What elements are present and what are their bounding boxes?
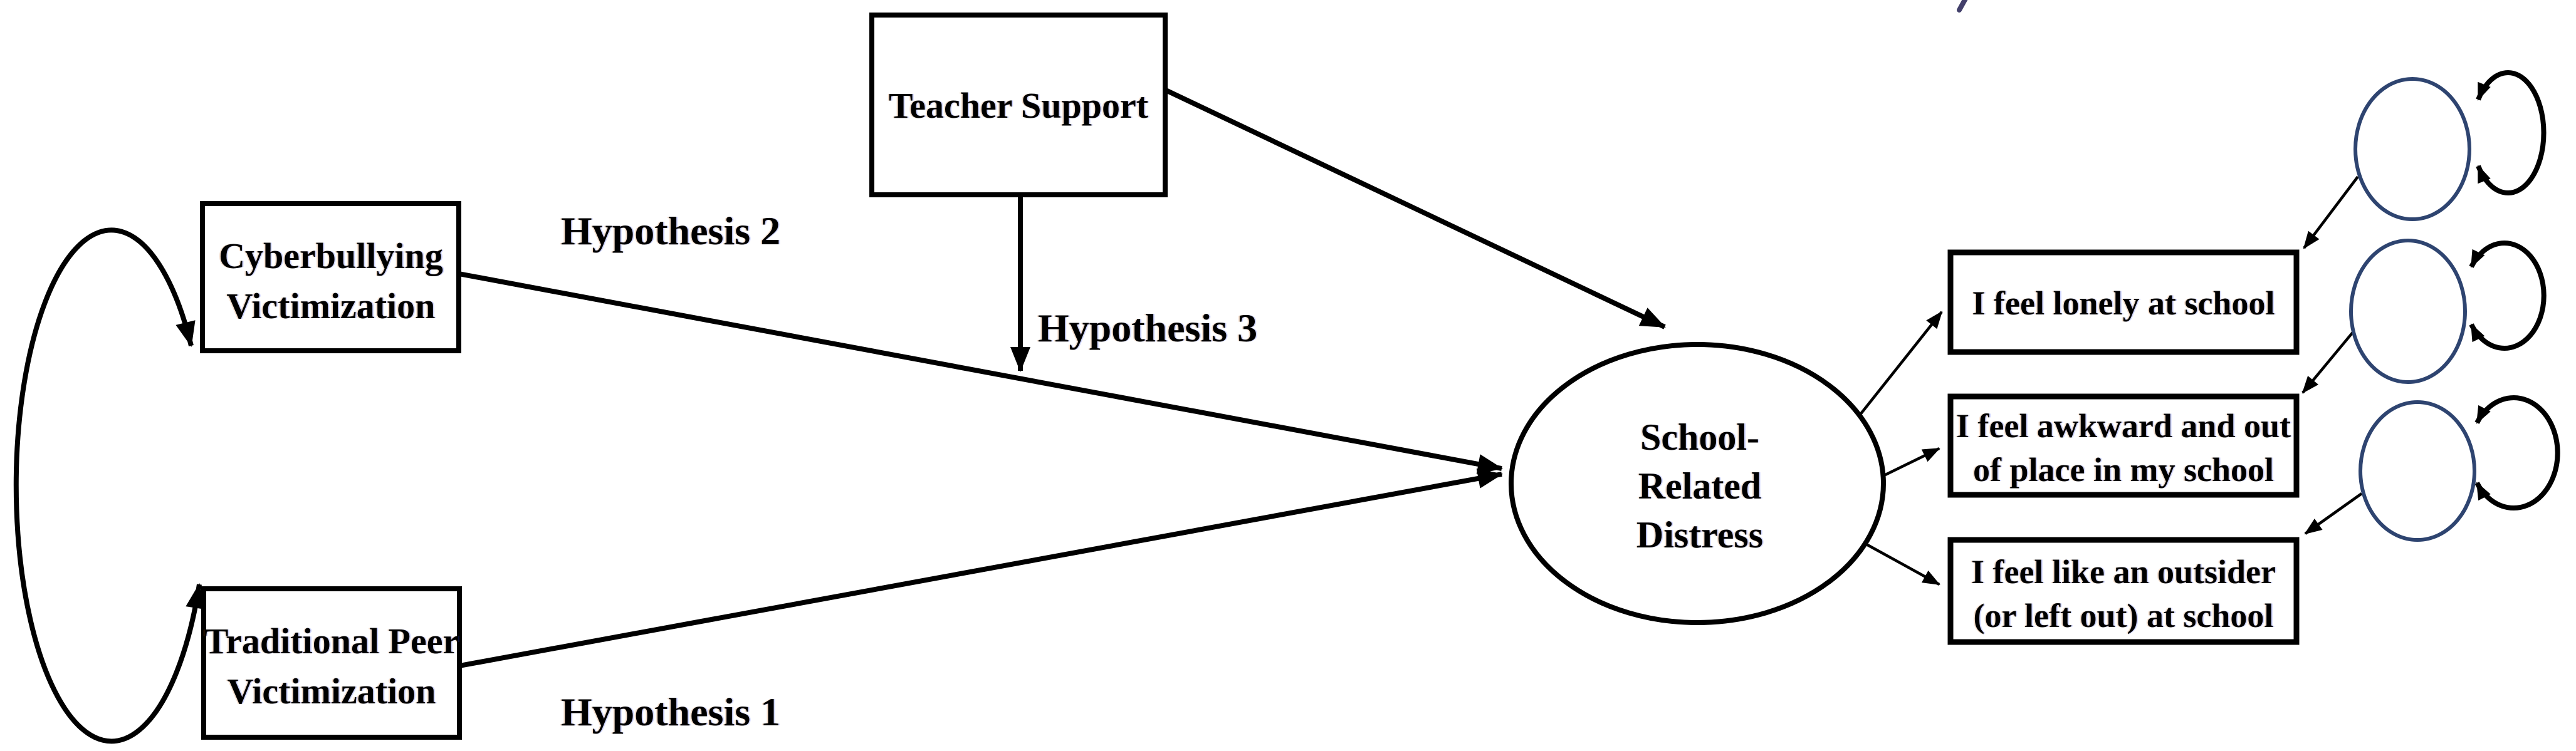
error-circles-group	[2349, 77, 2476, 542]
indicator2-box	[1947, 393, 2300, 498]
indicator1-label: I feel lonely at school	[1972, 284, 2275, 322]
arrow-distress-to-indicator3	[1864, 542, 1940, 586]
hypothesis2-label: Hypothesis 2	[561, 209, 780, 253]
cyberbullying-label-line2: Victimization	[227, 286, 436, 326]
cyberbullying-box	[200, 201, 461, 353]
hypothesis1-label: Hypothesis 1	[561, 690, 780, 734]
traditional-label-line2: Victimization	[228, 671, 436, 712]
arrow-error1-to-indicator1	[2303, 175, 2359, 249]
path-cyberbullying-to-distress	[458, 271, 1503, 474]
error3-selfloop	[2474, 395, 2560, 510]
error2-selfloop	[2469, 241, 2547, 351]
indicator3-box	[1947, 537, 2300, 645]
indicator2-label-line2: of place in my school	[1973, 451, 2274, 489]
teacher-support-label: Teacher Support	[889, 85, 1149, 126]
error1-selfloop	[2476, 70, 2547, 195]
distress-label-line1: School-	[1640, 417, 1759, 458]
arrow-error3-to-indicator3	[2304, 492, 2363, 535]
distress-label-line3: Distress	[1636, 514, 1763, 556]
indicator3-label-line1: I feel like an outsider	[1971, 553, 2276, 591]
error1-circle	[2353, 77, 2471, 221]
indicator2-label-line1: I feel awkward and out	[1956, 407, 2291, 445]
indicator3-label-line2: (or left out) at school	[1974, 597, 2274, 634]
cyberbullying-label-line1: Cyberbullying	[219, 236, 443, 276]
nodes-group	[200, 13, 2300, 740]
stray-mark	[1957, 0, 1968, 13]
arrow-distress-to-indicator2	[1882, 447, 1940, 478]
error2-circle	[2349, 239, 2467, 384]
traditional-label-line1: Traditional Peer	[204, 621, 459, 661]
hypothesis3-label: Hypothesis 3	[1038, 306, 1257, 350]
distress-label-line2: Related	[1638, 465, 1762, 507]
teacher-support-box	[869, 13, 1168, 197]
distress-latent-ellipse	[1509, 342, 1886, 625]
covariance-double-arrow	[13, 227, 206, 744]
edges-group	[13, 0, 2560, 744]
arrow-distress-to-indicator1	[1858, 311, 1943, 417]
path-traditional-to-distress	[459, 469, 1503, 668]
error3-circle	[2359, 400, 2476, 542]
labels-group: Teacher Support Cyberbullying Victimizat…	[204, 85, 2291, 734]
indicator1-box	[1947, 249, 2300, 355]
arrow-error2-to-indicator2	[2301, 329, 2355, 394]
path-teacher-to-distress	[1163, 87, 1666, 329]
traditional-victimization-box	[201, 586, 462, 740]
